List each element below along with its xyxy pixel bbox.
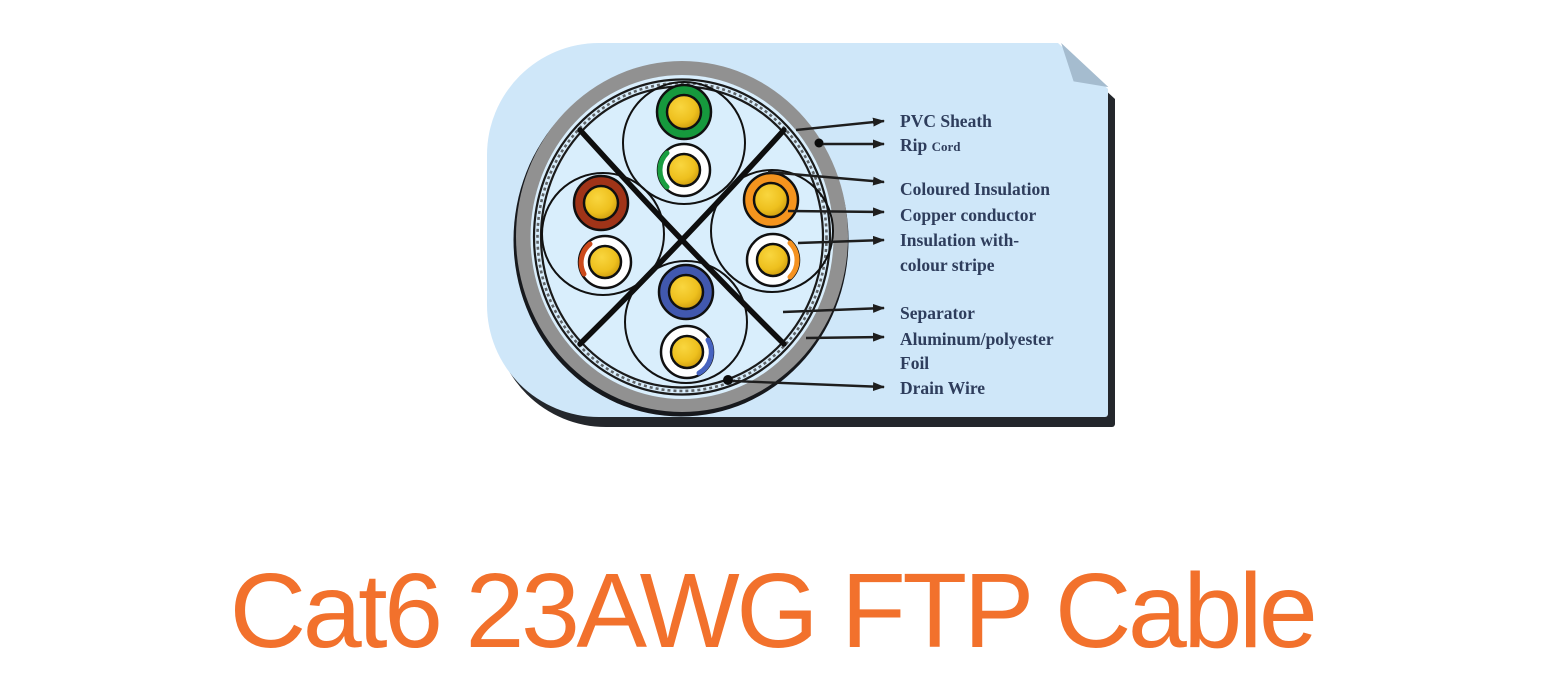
pair-green [655, 83, 713, 198]
label-separator: Separator [900, 303, 975, 323]
label-coloured-insulation: Coloured Insulation [900, 179, 1050, 199]
pair-wrap-top [622, 81, 746, 205]
blue-stripe [696, 337, 714, 376]
orange-stripe [787, 240, 800, 280]
arrow-pvc-sheath [795, 117, 885, 132]
conductor [666, 152, 702, 188]
conductor [752, 181, 790, 219]
arrow-copper-conductor [787, 207, 885, 217]
rip-cord-dot [814, 138, 824, 148]
arrow-separator [782, 303, 885, 314]
cable-cross-section [513, 61, 885, 417]
arrow-aluminum-foil [805, 332, 885, 342]
callout-arrows [732, 117, 885, 392]
label-aluminum-polyester: Aluminum/polyester [900, 329, 1054, 349]
pair-wrap-bottom [624, 260, 748, 384]
arrow-drain-wire [732, 379, 885, 392]
conductor [582, 184, 620, 222]
separator-cross [577, 127, 787, 347]
annotation-labels: PVC Sheath Rip Cord Coloured Insulation … [900, 0, 1160, 440]
label-copper-conductor: Copper conductor [900, 205, 1037, 225]
pair-wrap-left [541, 172, 665, 296]
pair-wraps [541, 81, 834, 384]
label-foil: Foil [900, 353, 930, 373]
page-title: Cat6 23AWG FTP Cable [229, 552, 1318, 670]
conductor [665, 93, 703, 131]
conductor [755, 242, 791, 278]
brown-stripe [578, 241, 593, 277]
pair-brown [572, 174, 633, 290]
conductor [669, 334, 705, 370]
label-pvc-sheath: PVC Sheath [900, 111, 992, 131]
arrow-insulation-stripe [797, 235, 885, 245]
conductor [587, 244, 623, 280]
label-insulation-with: Insulation with- [900, 230, 1020, 250]
label-drain-wire: Drain Wire [900, 378, 986, 398]
drain-wire-dot [723, 375, 733, 385]
conductor [667, 273, 705, 311]
label-colour-stripe: colour stripe [900, 255, 995, 275]
arrow-coloured-insulation [767, 170, 885, 186]
pair-wrap-right [710, 169, 834, 293]
label-rip-cord: Rip Cord [900, 135, 961, 155]
green-stripe [657, 150, 670, 190]
pair-orange [742, 171, 801, 288]
pair-blue [657, 263, 715, 380]
